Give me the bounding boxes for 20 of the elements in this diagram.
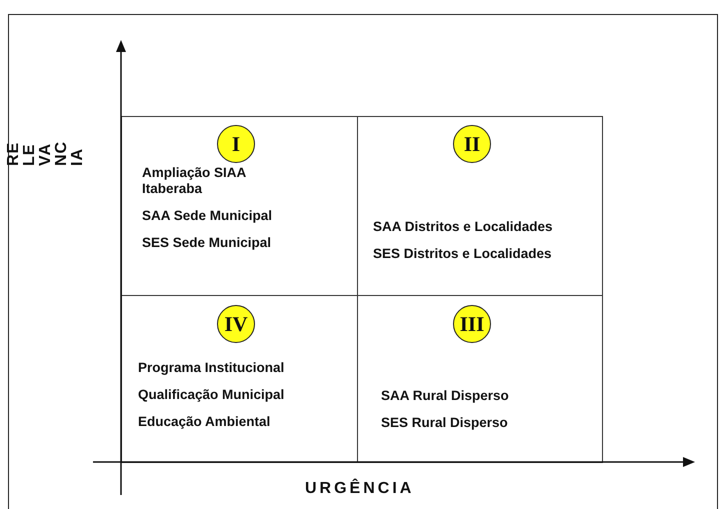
quadrant-item: Educação Ambiental	[138, 414, 270, 430]
quadrant-item: SAA Sede Municipal	[142, 208, 272, 224]
quadrant-item: SES Sede Municipal	[142, 235, 272, 251]
axis-label: RE LE VA NC IA	[6, 140, 86, 166]
quadrant-item: SAA Distritos e Localidades	[373, 219, 553, 235]
numeral-circle: I	[217, 125, 255, 163]
quadrant-item: Programa Institucional	[138, 360, 284, 376]
quadrant-item: Qualificação Municipal	[138, 387, 284, 403]
quadrant-item: SES Distritos e Localidades	[373, 246, 552, 262]
numeral-circle: III	[453, 305, 491, 343]
quadrant-item: SES Rural Disperso	[381, 415, 508, 431]
numeral-circle: IV	[217, 305, 255, 343]
axis-label: URGÊNCIA	[305, 480, 414, 498]
quadrant-item: Ampliação SIAA Itaberaba	[142, 165, 247, 197]
quadrant-box	[357, 295, 603, 463]
quadrant-box	[121, 116, 358, 296]
numeral-circle: II	[453, 125, 491, 163]
quadrant-item: SAA Rural Disperso	[381, 388, 509, 404]
quadrant-box	[357, 116, 603, 296]
quadrant-box	[121, 295, 358, 463]
